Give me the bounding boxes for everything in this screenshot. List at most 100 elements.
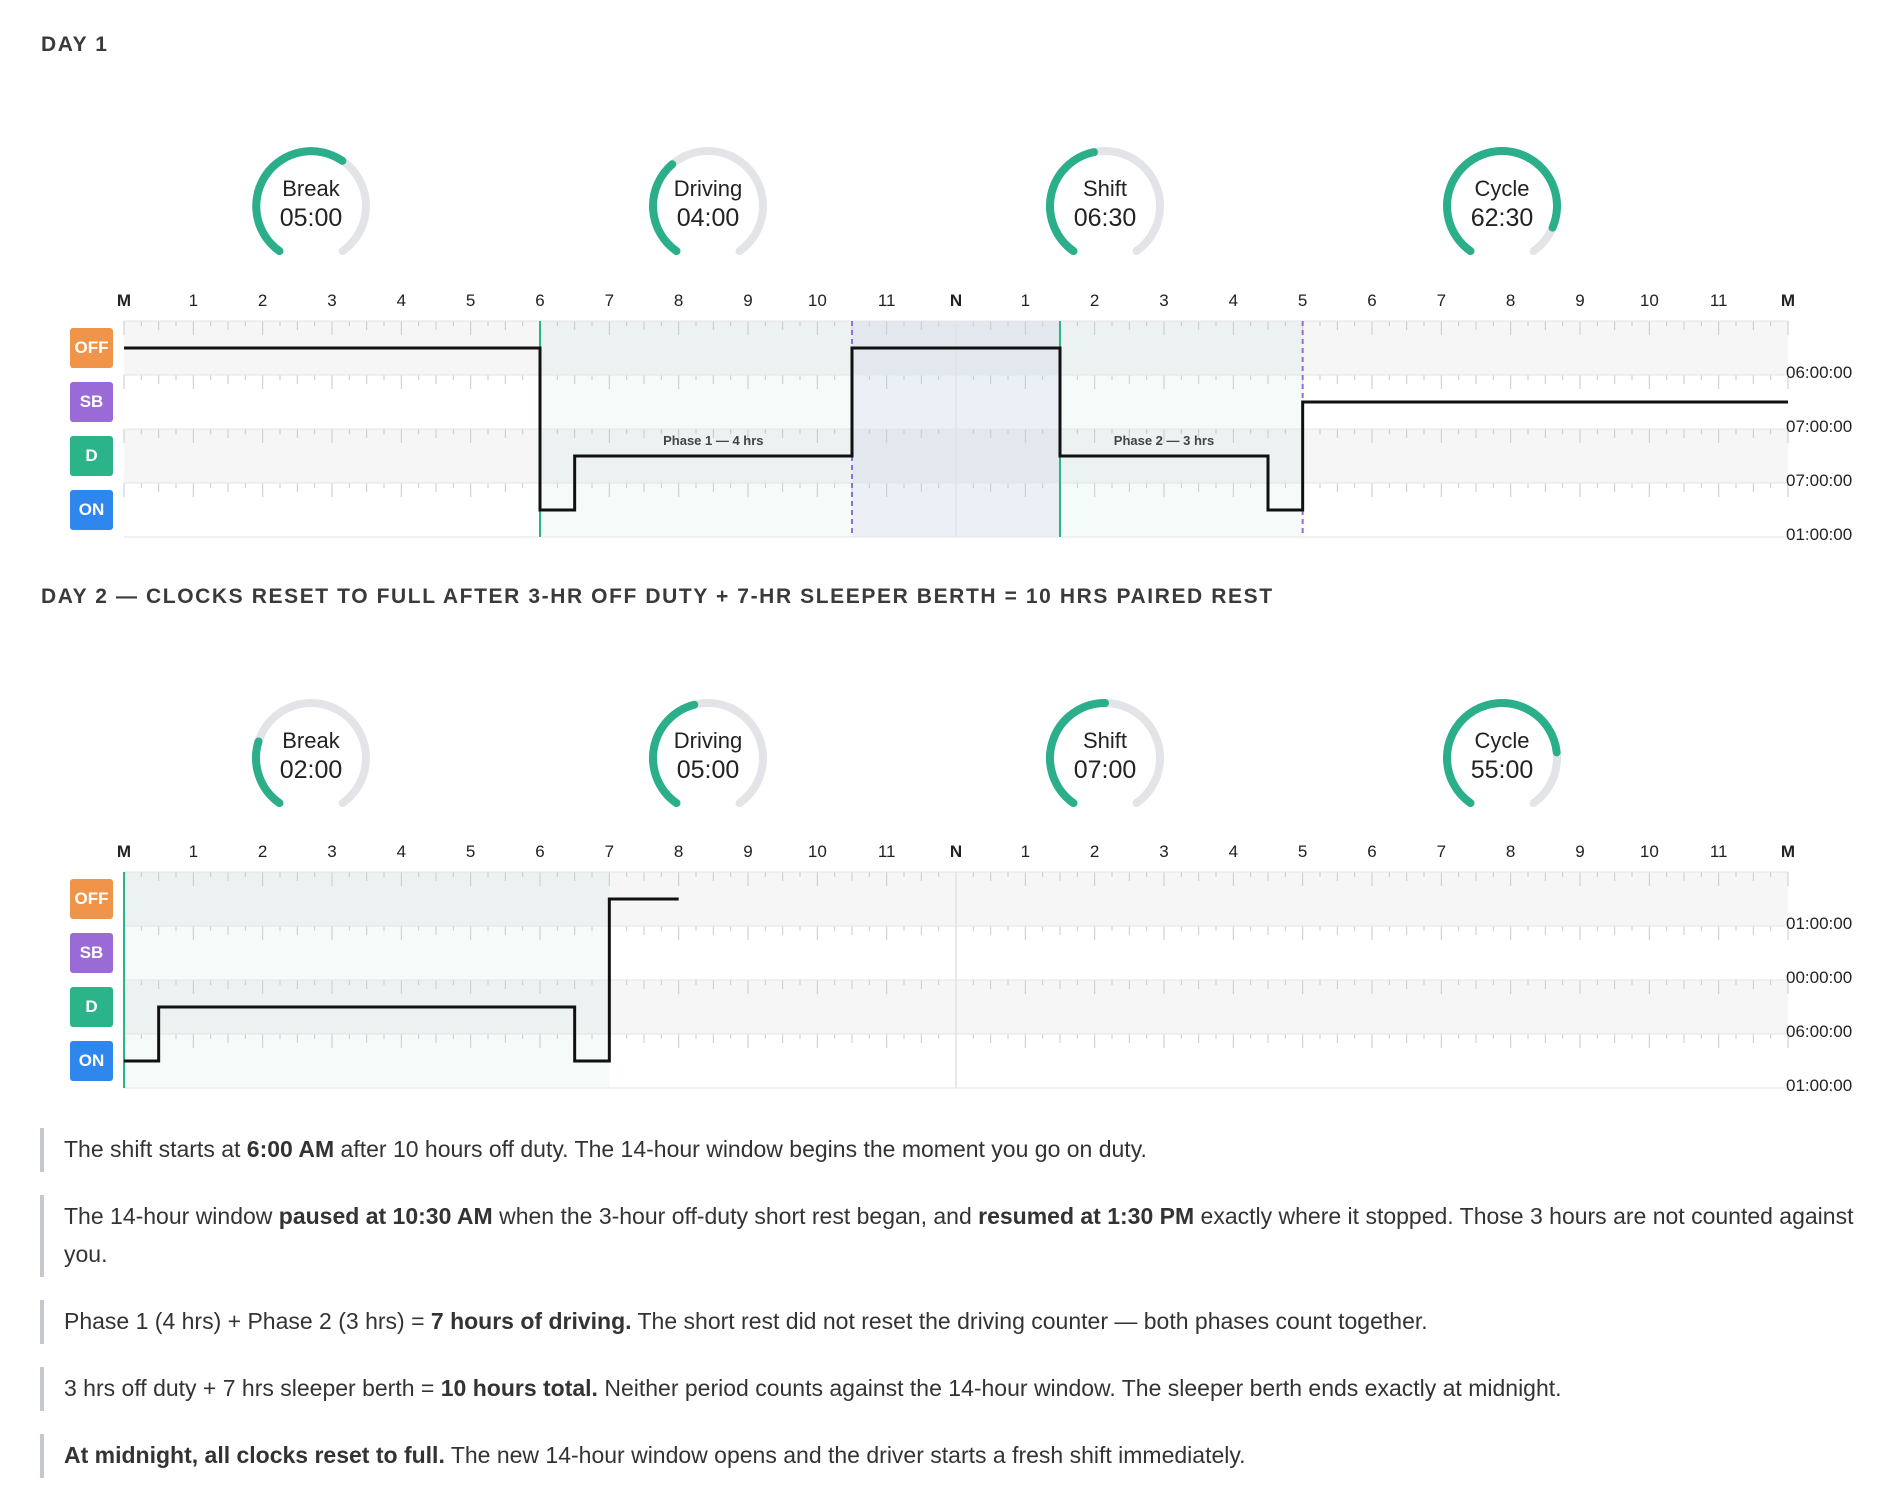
row-total: 01:00:00 — [1786, 525, 1853, 544]
phase-label: Phase 2 — 3 hrs — [1113, 433, 1215, 448]
hour-label: 1 — [1020, 291, 1031, 310]
hour-label: 7 — [604, 842, 615, 861]
gauge-value: 07:00 — [1073, 756, 1137, 784]
gauge-ring — [1443, 699, 1561, 808]
hour-label: 2 — [1089, 842, 1100, 861]
note-text: after 10 hours off duty. The 14-hour win… — [334, 1136, 1147, 1162]
status-badge-sb: SB — [70, 933, 113, 973]
gauge-progress — [252, 147, 347, 256]
hour-label: 1 — [188, 842, 199, 861]
gauge-label: Shift — [1082, 728, 1128, 753]
gauge-ring — [649, 699, 767, 808]
status-badge-d: D — [70, 436, 113, 476]
gauge-label: Break — [282, 176, 340, 201]
note-emphasis: resumed at 1:30 PM — [978, 1203, 1195, 1229]
hour-label: 1 — [188, 291, 199, 310]
row-total: 06:00:00 — [1786, 1022, 1853, 1041]
hour-label: 6 — [1367, 842, 1377, 861]
note-emphasis: At midnight, all clocks reset to full. — [64, 1442, 445, 1468]
hour-label: 10 — [1639, 291, 1659, 310]
hour-label: 9 — [1575, 291, 1585, 310]
gauge-ring — [252, 147, 370, 256]
status-badge-sb: SB — [70, 382, 113, 422]
hour-label: 4 — [396, 291, 407, 310]
hour-label: 5 — [1297, 842, 1308, 861]
status-badge-d: D — [70, 987, 113, 1027]
gauge-progress — [1443, 699, 1561, 808]
note-emphasis: paused at 10:30 AM — [278, 1203, 493, 1229]
gauge-value: 62:30 — [1470, 204, 1534, 232]
hour-label: 3 — [327, 291, 337, 310]
hour-label: 4 — [1228, 291, 1239, 310]
hour-label: 9 — [1575, 842, 1585, 861]
hour-label: 9 — [743, 842, 753, 861]
gauge-progress — [1443, 147, 1561, 256]
hour-label: 1 — [1020, 842, 1031, 861]
gauge-value: 06:30 — [1073, 204, 1137, 232]
gauge-label: Cycle — [1474, 728, 1530, 753]
hour-label: 10 — [807, 291, 827, 310]
note-text: Phase 1 (4 hrs) + Phase 2 (3 hrs) = — [64, 1308, 431, 1334]
hour-label: 11 — [877, 842, 896, 861]
log-chart — [123, 320, 1789, 538]
hour-label: 6 — [1367, 291, 1377, 310]
hour-label: 4 — [396, 842, 407, 861]
note-text: Neither period counts against the 14-hou… — [597, 1375, 1562, 1401]
hour-label: 4 — [1228, 842, 1239, 861]
hour-label: 2 — [257, 291, 268, 310]
hour-label: 11 — [1709, 842, 1728, 861]
gauge-progress — [1046, 699, 1109, 808]
note-emphasis: 10 hours total. — [440, 1375, 598, 1401]
hour-label: 3 — [1159, 291, 1169, 310]
duty-status-line — [124, 897, 679, 1063]
gauge-progress — [649, 700, 699, 808]
note-item: At midnight, all clocks reset to full. T… — [40, 1434, 1870, 1478]
status-badge-on: ON — [70, 1041, 113, 1081]
note-emphasis: 6:00 AM — [246, 1136, 335, 1162]
note-emphasis: 7 hours of driving. — [430, 1308, 632, 1334]
gauge-label: Driving — [673, 728, 743, 753]
gauge-value: 04:00 — [676, 204, 740, 232]
note-text: The 14-hour window — [64, 1203, 279, 1229]
hour-label: 5 — [465, 291, 476, 310]
note-text: when the 3-hour off-duty short rest bega… — [492, 1203, 979, 1229]
gauge-label: Cycle — [1474, 176, 1530, 201]
note-item: The shift starts at 6:00 AM after 10 hou… — [40, 1128, 1870, 1172]
gauge-progress — [1046, 148, 1098, 256]
gauge-cycle: Cycle 62:30 — [1438, 142, 1566, 270]
gauge-ring — [649, 147, 767, 256]
hour-label: 10 — [1639, 842, 1659, 861]
hour-label: 3 — [1159, 842, 1169, 861]
hour-label: 2 — [257, 842, 268, 861]
hour-label: 5 — [465, 842, 476, 861]
gauge-ring — [1443, 147, 1561, 256]
hour-label: 7 — [1436, 291, 1447, 310]
hour-label: M — [1780, 291, 1796, 310]
row-total: 01:00:00 — [1786, 914, 1853, 933]
note-item: The 14-hour window paused at 10:30 AM wh… — [40, 1195, 1870, 1277]
note-text: The shift starts at — [64, 1136, 247, 1162]
status-badge-off: OFF — [70, 879, 113, 919]
row-total: 06:00:00 — [1786, 363, 1853, 382]
gauge-value: 55:00 — [1470, 756, 1534, 784]
hour-label: M — [116, 842, 132, 861]
status-badge-on: ON — [70, 490, 113, 530]
note-text: exactly where it stopped. Those 3 hours … — [64, 1203, 1854, 1267]
hour-label: 3 — [327, 842, 337, 861]
hour-label: 8 — [1505, 291, 1516, 310]
gauge-driving: Driving 04:00 — [644, 142, 772, 270]
hour-label: 8 — [1505, 842, 1516, 861]
gauge-ring — [1046, 699, 1164, 808]
day-2-title: DAY 2 — CLOCKS RESET TO FULL AFTER 3-HR … — [41, 585, 1274, 608]
explanation-notes: The shift starts at 6:00 AM after 10 hou… — [40, 1128, 1870, 1501]
gauge-label: Driving — [673, 176, 743, 201]
gauge-value: 05:00 — [676, 756, 740, 784]
note-text: The new 14-hour window opens and the dri… — [444, 1442, 1246, 1468]
hour-label: 8 — [673, 842, 684, 861]
hour-label: 11 — [877, 291, 896, 310]
gauge-cycle: Cycle 55:00 — [1438, 694, 1566, 822]
gauge-driving: Driving 05:00 — [644, 694, 772, 822]
hour-label: 7 — [1436, 842, 1447, 861]
